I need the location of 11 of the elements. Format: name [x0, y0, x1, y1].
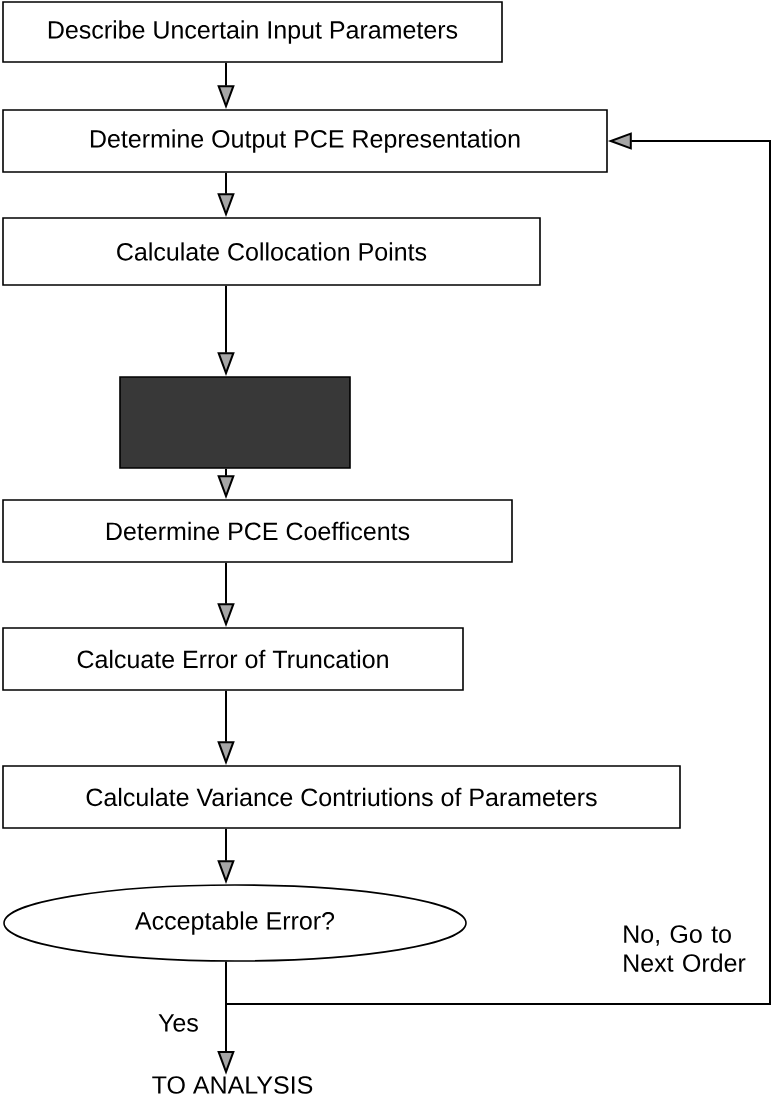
edge-label: Yes	[158, 1014, 198, 1032]
arrow	[225, 132, 771, 1005]
process-box: Calculate Variance Contriutions of Parameters	[2, 765, 681, 829]
edge-label: No, Go to Next Order	[624, 925, 746, 972]
shaded-box	[119, 376, 351, 469]
process-box: Calculate Collocation Points	[2, 217, 541, 286]
process-box: Determine Output PCE Representation	[2, 109, 608, 173]
process-box: Calcuate Error of Truncation	[2, 627, 464, 691]
process-box: Determine PCE Coefficents	[2, 499, 513, 563]
terminal-text: TO ANALYSIS	[152, 1076, 313, 1094]
process-box: Describe Uncertain Input Parameters	[2, 1, 503, 63]
